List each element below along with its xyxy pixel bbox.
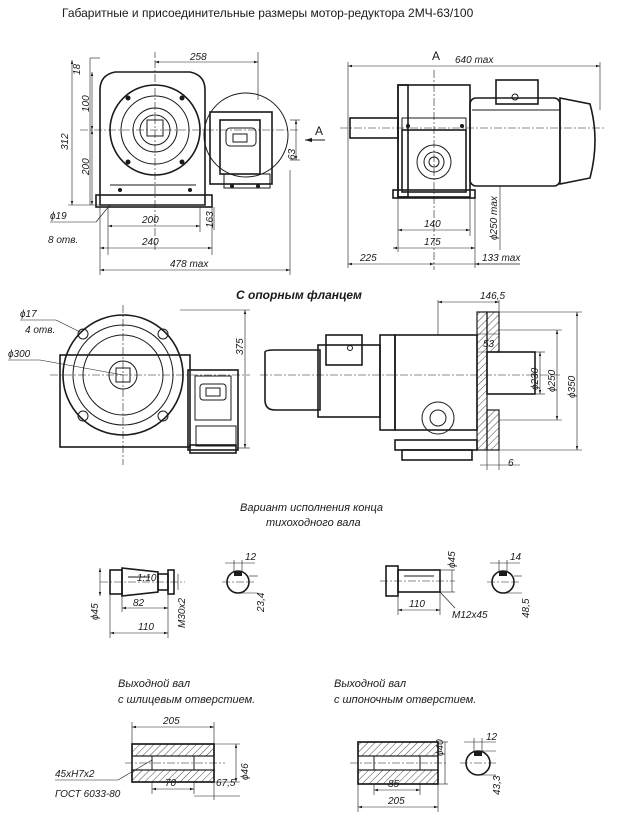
flange-heading: С опорным фланцем bbox=[236, 288, 362, 302]
output-shaft-keyed: ϕ40 85 205 12 43,3 bbox=[350, 732, 503, 812]
hole-count-8: 8 отв. bbox=[48, 235, 78, 246]
dim-45-left: ϕ45 bbox=[90, 603, 101, 620]
splined-caption-line2: с шлицевым отверстием. bbox=[118, 694, 255, 706]
shaft-variant-tapered: 1:10 82 110 ϕ45 М30х2 12 23,4 bbox=[90, 552, 267, 638]
dim-225: 225 bbox=[359, 253, 377, 264]
dim-18: 18 bbox=[72, 63, 83, 75]
dim-200-horizontal: 200 bbox=[141, 215, 159, 226]
hole-diameter-19: ϕ19 bbox=[50, 211, 67, 222]
dim-43-3: 43,3 bbox=[492, 775, 503, 795]
gost-standard: ГОСТ 6033-80 bbox=[55, 789, 121, 800]
keyed-caption-line2: с шпоночным отверстием. bbox=[334, 694, 476, 706]
dim-63: 63 bbox=[287, 148, 298, 160]
dim-82: 82 bbox=[133, 598, 145, 609]
dim-12-left: 12 bbox=[245, 552, 257, 563]
dim-110-left: 110 bbox=[138, 622, 154, 633]
dim-14: 14 bbox=[510, 552, 522, 563]
dim-45-right: ϕ45 bbox=[447, 551, 458, 568]
dim-70: 70 bbox=[165, 778, 177, 789]
side-view-motor-reducer: А bbox=[340, 49, 605, 270]
view-marker-arrow-a: А bbox=[315, 124, 323, 138]
thread-m30: М30х2 bbox=[177, 598, 188, 628]
dim-312: 312 bbox=[60, 133, 71, 150]
dim-175: 175 bbox=[424, 237, 441, 248]
dim-350: ϕ350 bbox=[567, 375, 578, 398]
front-view-gearbox bbox=[80, 60, 300, 250]
dim-230: ϕ230 bbox=[530, 367, 541, 390]
dim-110-right: 110 bbox=[409, 599, 425, 610]
dim-146-5: 146,5 bbox=[480, 291, 505, 302]
dim-250-flange: ϕ250 bbox=[547, 369, 558, 392]
dim-133-max: 133 max bbox=[482, 253, 521, 264]
dim-85: 85 bbox=[388, 779, 400, 790]
dim-12-keyed: 12 bbox=[486, 732, 498, 743]
hole-diameter-17: ϕ17 bbox=[20, 309, 37, 320]
dim-240: 240 bbox=[141, 237, 159, 248]
dim-205-keyed: 205 bbox=[387, 796, 405, 807]
dim-640-max: 640 max bbox=[455, 55, 494, 66]
shaft-variant-cylindrical: 110 ϕ45 М12х45 14 48,5 bbox=[380, 551, 532, 621]
dim-258: 258 bbox=[189, 52, 207, 63]
flange-front-view bbox=[50, 305, 250, 465]
dim-300: ϕ300 bbox=[8, 349, 31, 360]
dim-6: 6 bbox=[508, 458, 514, 469]
dim-200-vertical: 200 bbox=[81, 158, 92, 176]
thread-m12: М12х45 bbox=[452, 610, 488, 621]
dim-40: ϕ40 bbox=[435, 739, 446, 756]
dim-67-5: 67,5 bbox=[216, 778, 236, 789]
splined-caption-line1: Выходной вал bbox=[118, 678, 190, 690]
flange-front-dimensions: ϕ17 4 отв. ϕ300 375 bbox=[8, 309, 250, 449]
dim-140: 140 bbox=[424, 219, 441, 230]
flange-side-dimensions: 146,5 53 ϕ230 ϕ250 ϕ350 6 bbox=[437, 291, 582, 470]
dim-478-max: 478 max bbox=[170, 259, 209, 270]
output-shaft-splined: 205 70 67,5 ϕ46 45хН7х2 ГОСТ 6033-80 bbox=[55, 716, 251, 800]
shaft-variant-caption-line1: Вариант исполнения конца bbox=[240, 502, 383, 514]
dim-163: 163 bbox=[205, 211, 216, 228]
keyed-caption-line1: Выходной вал bbox=[334, 678, 406, 690]
spline-spec: 45хН7х2 bbox=[55, 769, 95, 780]
dim-375: 375 bbox=[235, 338, 246, 355]
dim-100: 100 bbox=[81, 95, 92, 112]
taper-1-10: 1:10 bbox=[137, 573, 157, 584]
front-view-dimensions: 258 18 100 200 312 63 А 163 200 240 478 … bbox=[48, 52, 325, 275]
dim-53: 53 bbox=[483, 339, 495, 350]
hole-count-4: 4 отв. bbox=[25, 325, 55, 336]
dim-250-max: ϕ250 max bbox=[489, 195, 500, 240]
dim-23-4: 23,4 bbox=[256, 592, 267, 613]
flange-side-view bbox=[260, 311, 560, 461]
dim-48-5: 48,5 bbox=[521, 598, 532, 618]
dim-205-splined: 205 bbox=[162, 716, 180, 727]
dim-46: ϕ46 bbox=[240, 763, 251, 780]
shaft-variant-caption-line2: тихоходного вала bbox=[266, 517, 361, 529]
page-title: Габаритные и присоединительные размеры м… bbox=[62, 6, 474, 20]
side-view-dimensions: 640 max 140 175 225 133 max ϕ250 max bbox=[347, 55, 601, 268]
view-label-a: А bbox=[432, 49, 440, 63]
